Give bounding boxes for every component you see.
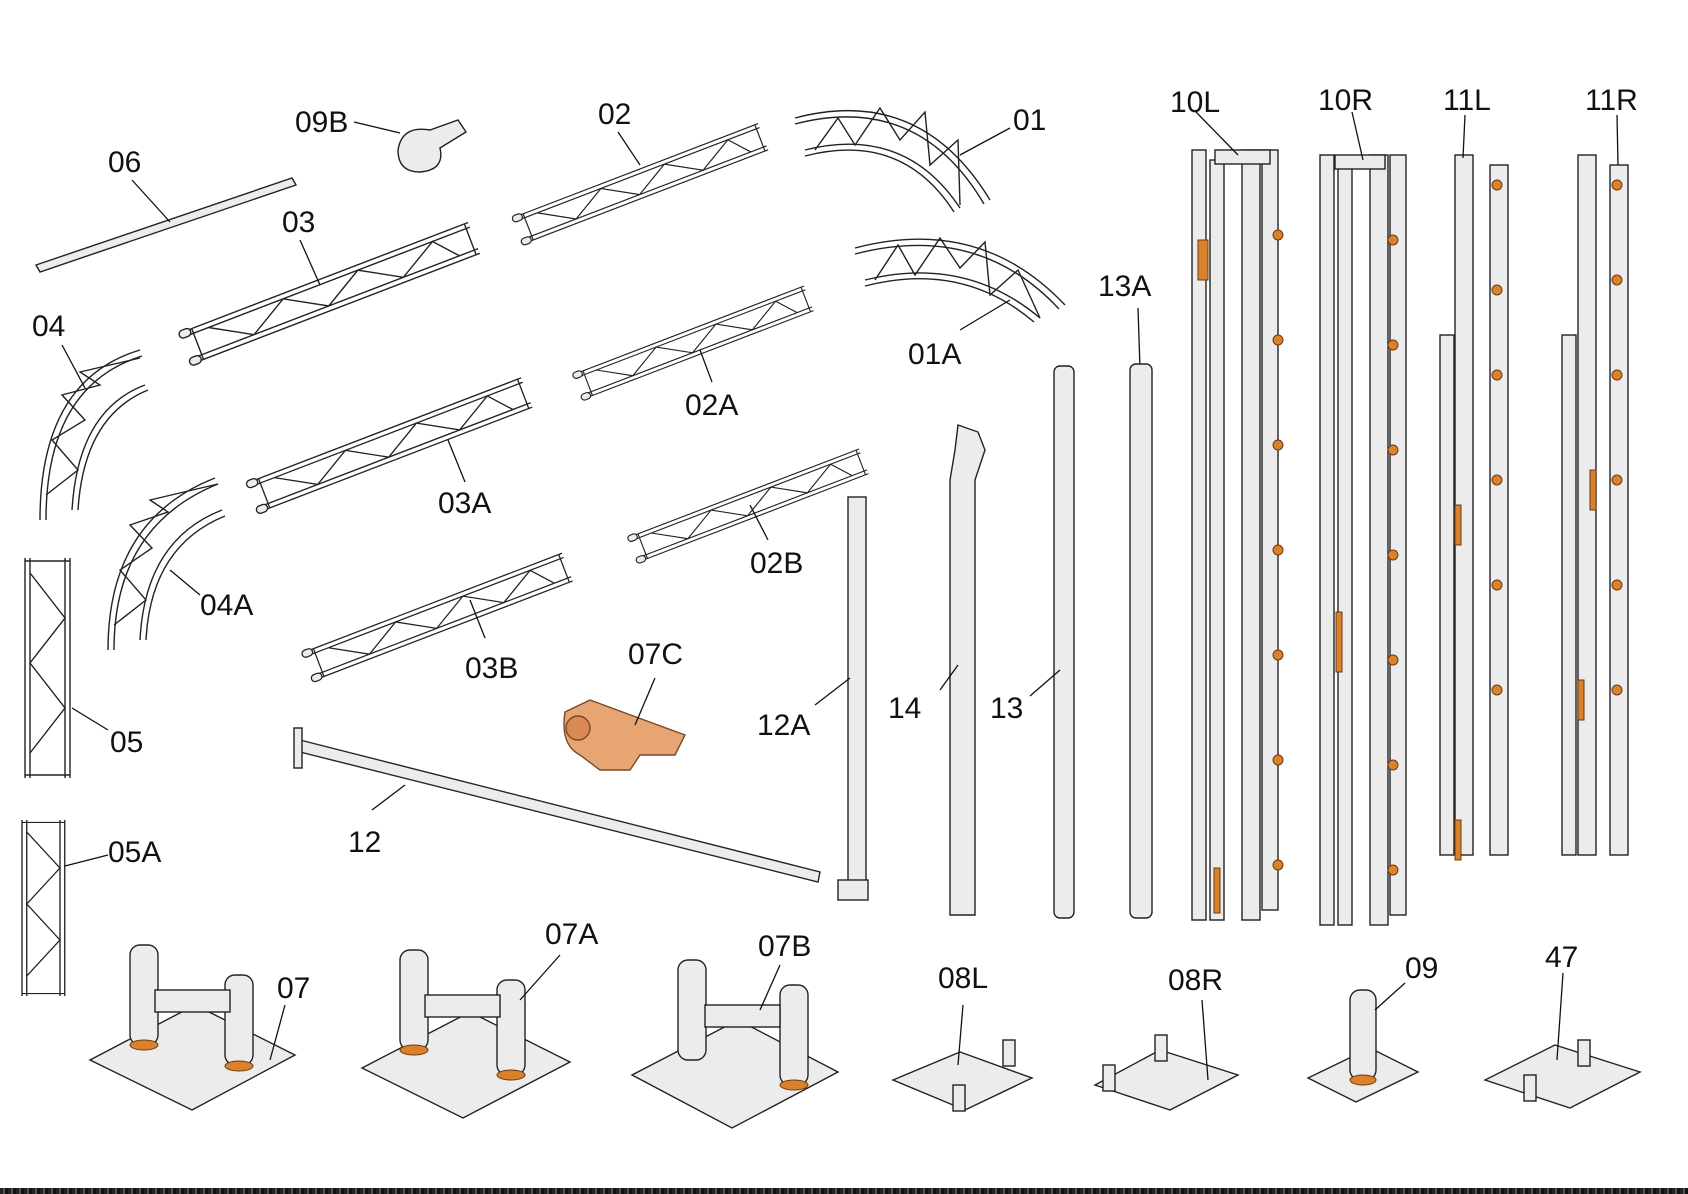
part-08L: 08L [891, 962, 1034, 1112]
part-03: 03 [177, 206, 482, 367]
part-06: 06 [34, 146, 298, 273]
part-11L: 11L [1439, 84, 1509, 861]
part-10R: 10R [1318, 84, 1407, 926]
part-47: 47 [1483, 941, 1642, 1109]
part-07B: 07B [630, 930, 840, 1129]
label-05: 05 [110, 726, 143, 759]
label-08R: 08R [1168, 964, 1223, 997]
label-03: 03 [282, 206, 315, 239]
part-09B: 09B [295, 106, 467, 173]
part-07C: 07C [563, 638, 686, 771]
label-05A: 05A [108, 836, 161, 869]
part-05A: 05A [21, 819, 161, 997]
label-14: 14 [888, 692, 921, 725]
part-01A: 01A [854, 236, 1066, 371]
label-12: 12 [348, 826, 381, 859]
label-03B: 03B [465, 652, 518, 685]
label-13A: 13A [1098, 270, 1151, 303]
label-02A: 02A [685, 389, 738, 422]
part-12: 12 [293, 727, 821, 883]
part-02A: 02A [571, 283, 815, 422]
part-07A: 07A [360, 918, 598, 1119]
bottom-edge-strip [0, 1188, 1688, 1194]
label-04A: 04A [200, 589, 253, 622]
part-12A: 12A [757, 496, 869, 901]
part-10L: 10L [1170, 86, 1279, 921]
label-02: 02 [598, 98, 631, 131]
label-11L: 11L [1443, 84, 1491, 117]
part-07: 07 [88, 944, 310, 1111]
part-04A: 04A [107, 477, 253, 651]
label-11R: 11R [1585, 84, 1638, 117]
label-12A: 12A [757, 709, 810, 742]
label-01A: 01A [908, 338, 961, 371]
label-09B: 09B [295, 106, 348, 139]
part-11R: 11R [1561, 84, 1638, 856]
label-08L: 08L [938, 962, 988, 995]
part-02: 02 [510, 98, 770, 247]
label-04: 04 [32, 310, 65, 343]
part-01: 01 [794, 104, 1046, 213]
part-03A: 03A [244, 375, 534, 520]
part-03B: 03B [300, 550, 574, 685]
label-06: 06 [108, 146, 141, 179]
part-13: 13 [990, 365, 1075, 919]
label-13: 13 [990, 692, 1023, 725]
part-13A: 13A [1098, 270, 1153, 919]
label-01: 01 [1013, 104, 1046, 137]
part-08R: 08R [1093, 964, 1240, 1111]
part-05: 05 [24, 557, 143, 779]
part-09: 09 [1306, 952, 1438, 1103]
label-10R: 10R [1318, 84, 1373, 117]
rung-highlights [1272, 179, 1623, 876]
label-07: 07 [277, 972, 310, 1005]
label-03A: 03A [438, 487, 491, 520]
part-04: 04 [32, 310, 149, 521]
label-07A: 07A [545, 918, 598, 951]
label-09: 09 [1405, 952, 1438, 985]
label-02B: 02B [750, 547, 803, 580]
leader-09B [353, 121, 401, 134]
label-07B: 07B [758, 930, 811, 963]
part-02B: 02B [626, 446, 870, 580]
label-07C: 07C [628, 638, 683, 671]
label-47: 47 [1545, 941, 1578, 974]
part-14: 14 [888, 424, 986, 916]
label-10L: 10L [1170, 86, 1220, 119]
